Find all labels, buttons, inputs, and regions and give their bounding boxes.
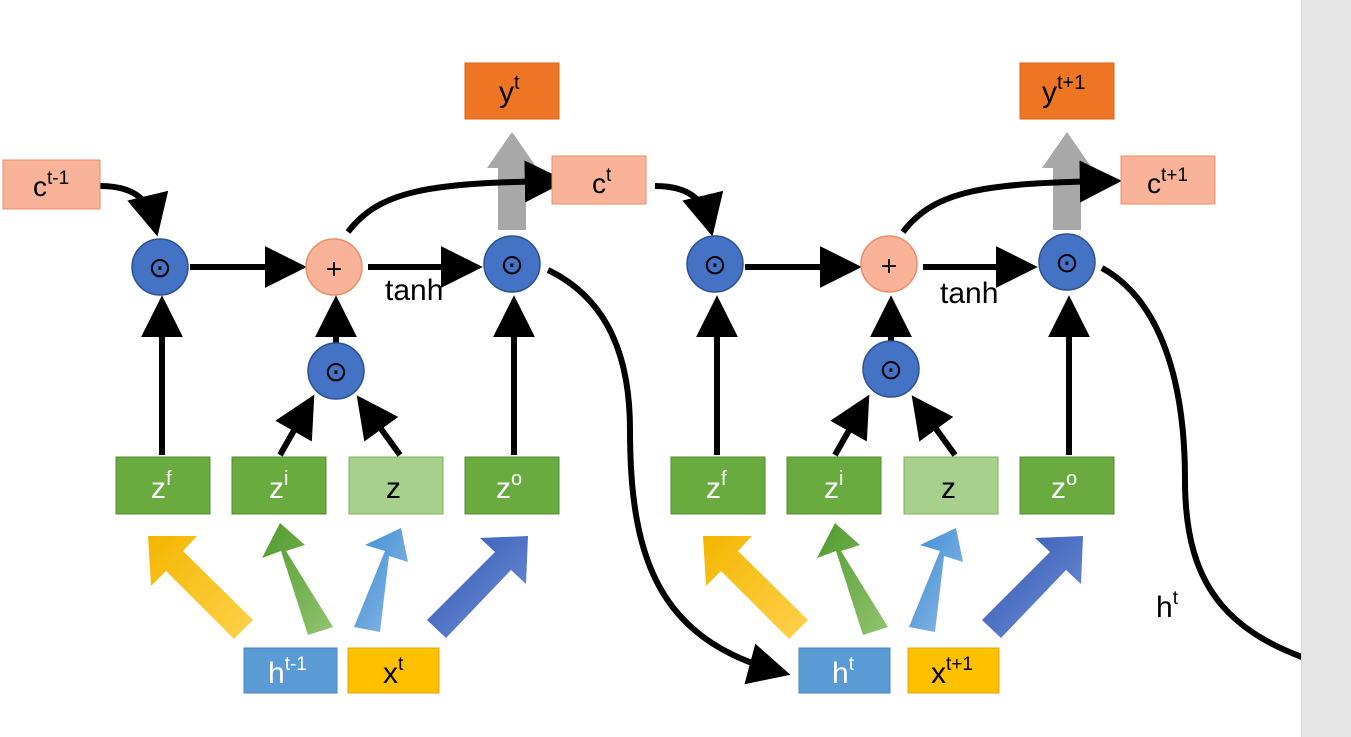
z-label: z — [386, 472, 401, 505]
line-add-to-ct — [345, 160, 567, 234]
z-label-2: z — [941, 472, 956, 505]
c-t-box — [551, 155, 647, 205]
y-t-label: yt — [499, 72, 520, 109]
line-outmult-to-ht — [546, 267, 791, 685]
line-zi-to-imult — [275, 394, 315, 457]
forget-mult-node-2 — [686, 235, 744, 293]
input-arrow-yellow-2 — [703, 536, 808, 639]
forget-mult-node — [131, 238, 189, 296]
y-next-box — [1019, 62, 1115, 120]
input-arrow-green — [262, 523, 333, 635]
output-mult-symbol-2: ⊙ — [1055, 246, 1078, 279]
zi-box — [231, 456, 327, 515]
input-mult-node — [307, 342, 365, 400]
add-symbol: + — [325, 257, 343, 282]
zi-label-2: zi — [824, 468, 843, 505]
tanh-label: tanh — [385, 274, 443, 307]
c-prev-label: ct-1 — [33, 168, 69, 202]
h-t-label: ht — [832, 654, 855, 690]
output-mult-node — [483, 235, 541, 293]
line-z-to-imult — [356, 395, 403, 457]
input-arrow-lightblue — [354, 528, 408, 632]
line-ct-to-mult-2 — [654, 183, 724, 237]
forget-mult-symbol-2: ⊙ — [703, 248, 726, 281]
zi-box-2 — [786, 456, 882, 515]
zf-label: zf — [151, 468, 172, 505]
tanh-label-2: tanh — [940, 277, 998, 310]
zf-label-2: zf — [706, 468, 727, 505]
line-cprev-to-mult — [99, 183, 169, 237]
x-t-label: xt — [383, 654, 404, 690]
add-node — [305, 238, 363, 296]
zo-box — [464, 456, 560, 515]
c-next-box — [1120, 155, 1216, 205]
output-mult-node-2 — [1038, 233, 1096, 291]
x-next-label: xt+1 — [931, 654, 973, 690]
input-arrow-blue-2 — [982, 536, 1083, 638]
line-add-to-cnext — [900, 160, 1122, 234]
input-mult-symbol-2: ⊙ — [879, 353, 902, 386]
input-arrow-yellow — [148, 536, 253, 639]
add-symbol-2: + — [880, 254, 898, 279]
zo-label-2: zo — [1051, 468, 1077, 505]
input-mult-symbol: ⊙ — [324, 355, 347, 388]
zo-box-2 — [1019, 456, 1115, 515]
y-t-box — [464, 62, 560, 120]
lstm-diagram: ct-1 yt ct zf zi z zo ht-1 xt ⊙ + ⊙ ⊙ ta… — [2, 62, 1301, 694]
input-arrow-blue — [427, 536, 528, 638]
zf-box — [115, 456, 211, 515]
add-node-2 — [860, 235, 918, 293]
x-next-box — [907, 647, 1000, 694]
z-box-2 — [903, 456, 999, 515]
h-t-curve-label: ht — [1156, 588, 1179, 624]
input-mult-node-2 — [862, 340, 920, 398]
h-prev-box — [243, 647, 338, 694]
y-next-label: yt+1 — [1042, 72, 1085, 109]
input-arrow-green-2 — [817, 523, 888, 635]
h-t-box — [798, 647, 891, 694]
input-arrow-lightblue-2 — [909, 528, 963, 632]
h-prev-label: ht-1 — [268, 654, 307, 690]
c-prev-box — [2, 159, 101, 210]
forget-mult-symbol: ⊙ — [148, 251, 171, 284]
z-box — [348, 456, 444, 515]
line-zi-to-imult-2 — [830, 394, 870, 457]
line-outmult-to-htnext — [1100, 265, 1301, 660]
c-t-label: ct — [592, 165, 612, 199]
vertical-scrollbar[interactable] — [1301, 0, 1351, 737]
zi-label: zi — [269, 468, 288, 505]
x-t-box — [347, 647, 440, 694]
zf-box-2 — [670, 456, 766, 515]
line-z-to-imult-2 — [911, 395, 958, 457]
c-next-label: ct+1 — [1147, 165, 1188, 199]
output-mult-symbol: ⊙ — [500, 248, 523, 281]
zo-label: zo — [496, 468, 522, 505]
